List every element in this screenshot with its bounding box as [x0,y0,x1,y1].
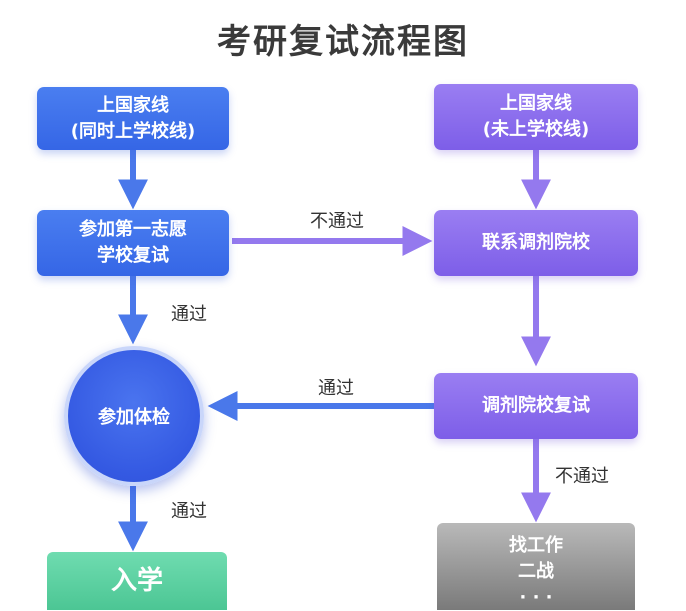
edge-label-pass-adjust: 通过 [318,378,354,399]
node-other-line1: 找工作 [509,535,563,556]
node-first-choice-line2: 学校复试 [97,245,169,266]
node-adjust-retest: 调剂院校复试 [434,373,638,439]
node-top-right-line1: 上国家线 [500,93,572,114]
edge-label-pass-exam: 通过 [171,501,207,522]
node-top-left-line2: (同时上学校线) [70,120,196,142]
node-enroll-label: 入学 [110,566,163,596]
node-top-left: 上国家线 (同时上学校线) [37,87,229,150]
node-other-options: 找工作 二战 · · · [437,523,635,610]
node-enroll: 入学 [47,552,227,610]
node-top-right-line2: (未上学校线) [482,119,590,140]
node-first-choice-retest: 参加第一志愿 学校复试 [37,210,229,276]
node-physical-exam: 参加体检 [64,346,204,486]
edge-label-fail-first: 不通过 [310,211,364,232]
node-contact-adjust: 联系调剂院校 [434,210,638,276]
node-other-line3: · · · [519,587,553,608]
node-first-choice-line1: 参加第一志愿 [79,219,187,240]
node-other-line2: 二战 [518,561,554,582]
edge-label-fail-adjust: 不通过 [555,466,609,487]
node-top-left-line1: 上国家线 [97,94,169,116]
edge-label-pass-first: 通过 [171,304,207,325]
node-adjust-retest-label: 调剂院校复试 [482,395,590,416]
node-contact-adjust-label: 联系调剂院校 [482,232,590,253]
node-physical-exam-label: 参加体检 [98,407,170,428]
page-title: 考研复试流程图 [217,22,469,62]
node-top-right: 上国家线 (未上学校线) [434,84,638,150]
